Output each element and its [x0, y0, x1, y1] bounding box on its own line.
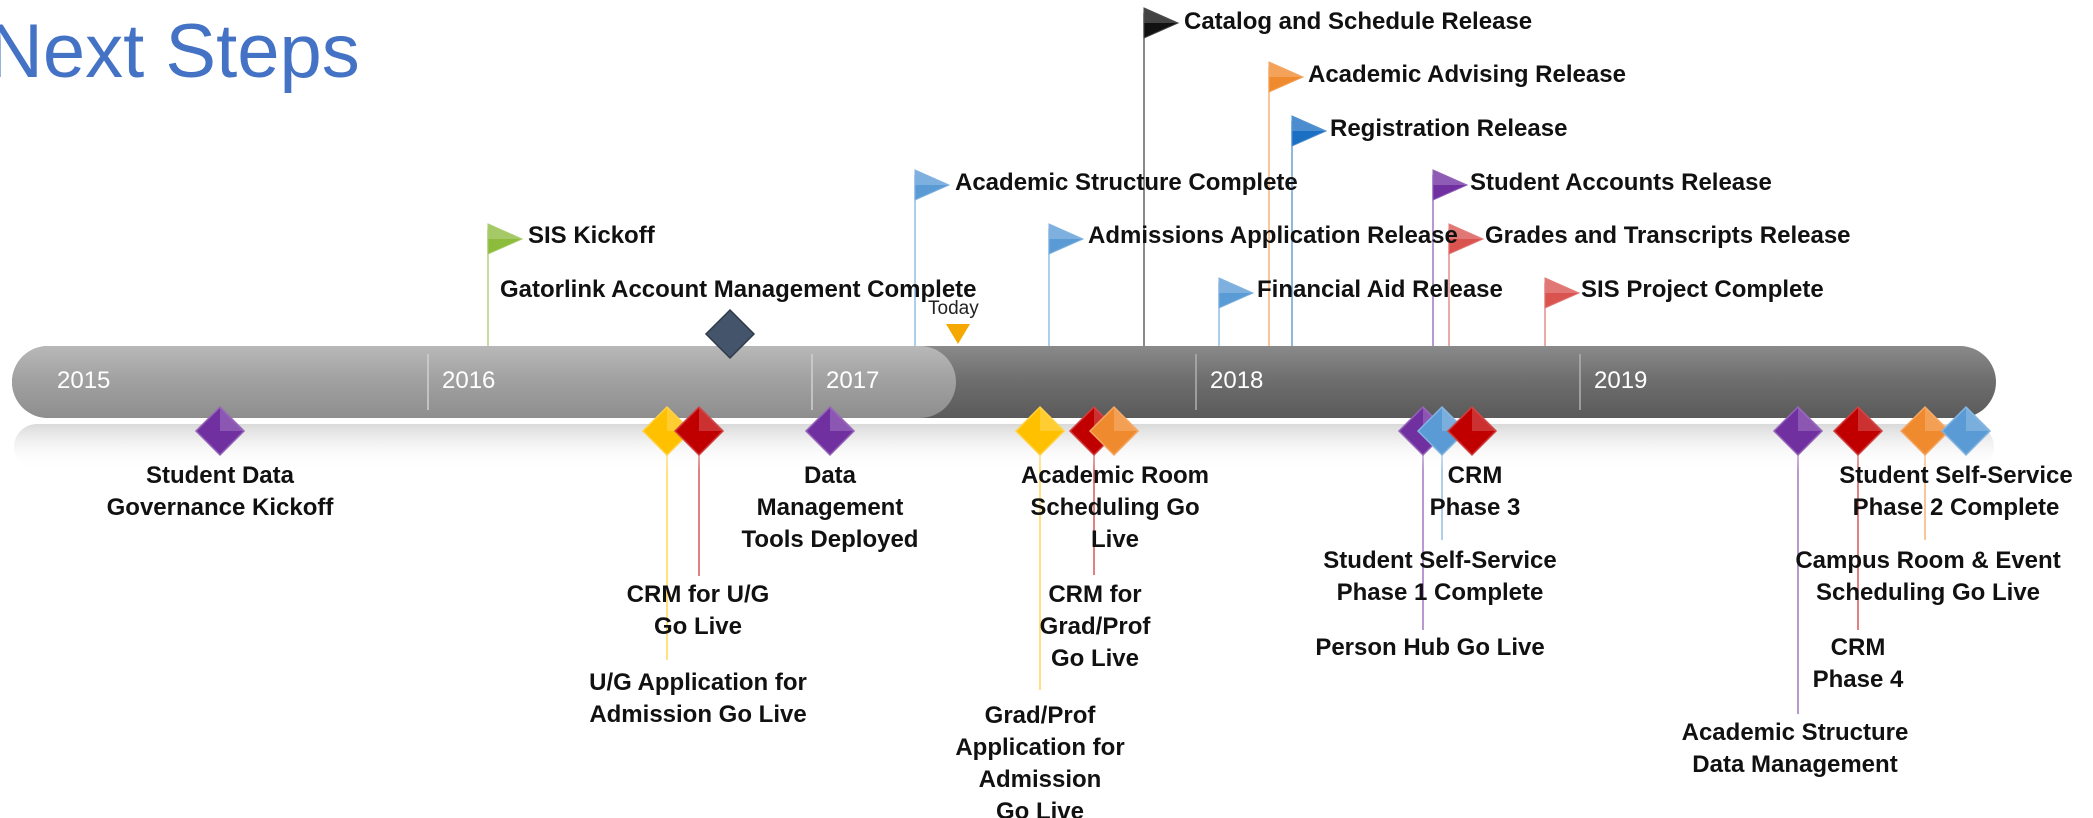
milestone-label-crm-phase-3: CRM Phase 3: [1429, 462, 1521, 521]
milestone-label-campus-room-event: Campus Room & Event Scheduling Go Live: [1795, 547, 2061, 606]
crm-phase-3-diamond-highlight: [1472, 407, 1496, 431]
crm-phase-4-diamond-highlight: [1858, 407, 1882, 431]
campus-room-event-diamond-highlight: [1925, 407, 1949, 431]
data-management-tools-diamond-highlight: [830, 407, 854, 431]
flag-registration-highlight: [1292, 116, 1326, 131]
student-self-service-2-diamond-highlight: [1966, 407, 1990, 431]
flag-financial-aid-highlight: [1219, 278, 1253, 293]
today-label: Today: [928, 298, 979, 319]
year-label-2016: 2016: [442, 367, 496, 394]
milestone-label-crm-grad-prof: CRM for Grad/Prof Go Live: [1039, 581, 1151, 672]
flag-label-academic-structure: Academic Structure Complete: [955, 169, 1298, 196]
crm-ug-diamond-highlight: [699, 407, 723, 431]
flag-admissions-application-highlight: [1049, 224, 1083, 239]
flag-academic-advising-highlight: [1269, 62, 1303, 77]
student-data-governance-diamond-highlight: [220, 407, 244, 431]
flag-label-registration: Registration Release: [1330, 115, 1568, 142]
milestone-label-crm-ug: CRM for U/G Go Live: [626, 581, 770, 640]
flag-sis-complete-highlight: [1545, 278, 1579, 293]
milestone-label-crm-phase-4: CRM Phase 4: [1812, 634, 1904, 693]
milestone-label-academic-room: Academic Room Scheduling Go Live: [1020, 462, 1210, 553]
timeline-bar: [12, 324, 1996, 470]
flag-label-catalog-schedule: Catalog and Schedule Release: [1184, 8, 1533, 35]
flag-sis-kickoff-highlight: [488, 224, 522, 239]
today-marker-icon: [946, 324, 970, 344]
year-label-2017: 2017: [826, 367, 880, 394]
milestone-label-academic-structure-data: Academic Structure Data Management: [1681, 719, 1909, 778]
year-label-2018: 2018: [1210, 367, 1264, 394]
flag-label-admissions-application: Admissions Application Release: [1088, 222, 1458, 249]
milestone-label-ug-application: U/G Application for Admission Go Live: [589, 669, 807, 728]
flag-grades-transcripts-highlight: [1449, 224, 1483, 239]
page-title: Next Steps: [0, 9, 360, 94]
milestone-label-grad-prof-application: Grad/Prof Application for Admission Go L…: [955, 702, 1125, 818]
event-markers: [194, 7, 1992, 457]
academic-room-scheduling-diamond-highlight: [1114, 407, 1138, 431]
milestone-label-student-self-service-2: Student Self-Service Phase 2 Complete: [1839, 462, 2073, 521]
flag-label-sis-complete: SIS Project Complete: [1581, 276, 1824, 303]
year-label-2015: 2015: [57, 367, 111, 394]
flag-label-student-accounts: Student Accounts Release: [1470, 169, 1772, 196]
flag-label-gatorlink: Gatorlink Account Management Complete: [500, 276, 977, 303]
grad-prof-application-diamond-highlight: [1040, 407, 1064, 431]
year-label-2019: 2019: [1594, 367, 1648, 394]
milestone-label-person-hub: Person Hub Go Live: [1315, 634, 1545, 661]
flag-catalog-schedule-highlight: [1144, 8, 1178, 23]
milestone-label-data-management-tools: Data Management Tools Deployed: [741, 462, 919, 553]
bar-elapsed-segment: [12, 346, 956, 418]
flag-label-grades-transcripts: Grades and Transcripts Release: [1485, 222, 1851, 249]
milestone-label-student-self-service-1: Student Self-Service Phase 1 Complete: [1323, 547, 1557, 606]
milestone-label-student-data-governance: Student Data Governance Kickoff: [106, 462, 334, 521]
academic-structure-data-mgmt-diamond-highlight: [1798, 407, 1822, 431]
flag-student-accounts-highlight: [1433, 170, 1467, 185]
bar-reflection: [14, 424, 1994, 470]
flag-label-financial-aid: Financial Aid Release: [1257, 276, 1503, 303]
flag-label-sis-kickoff: SIS Kickoff: [528, 222, 655, 249]
flag-gatorlink-diamond-icon: [704, 308, 756, 360]
flag-academic-structure-highlight: [915, 170, 949, 185]
flag-label-academic-advising: Academic Advising Release: [1308, 61, 1626, 88]
